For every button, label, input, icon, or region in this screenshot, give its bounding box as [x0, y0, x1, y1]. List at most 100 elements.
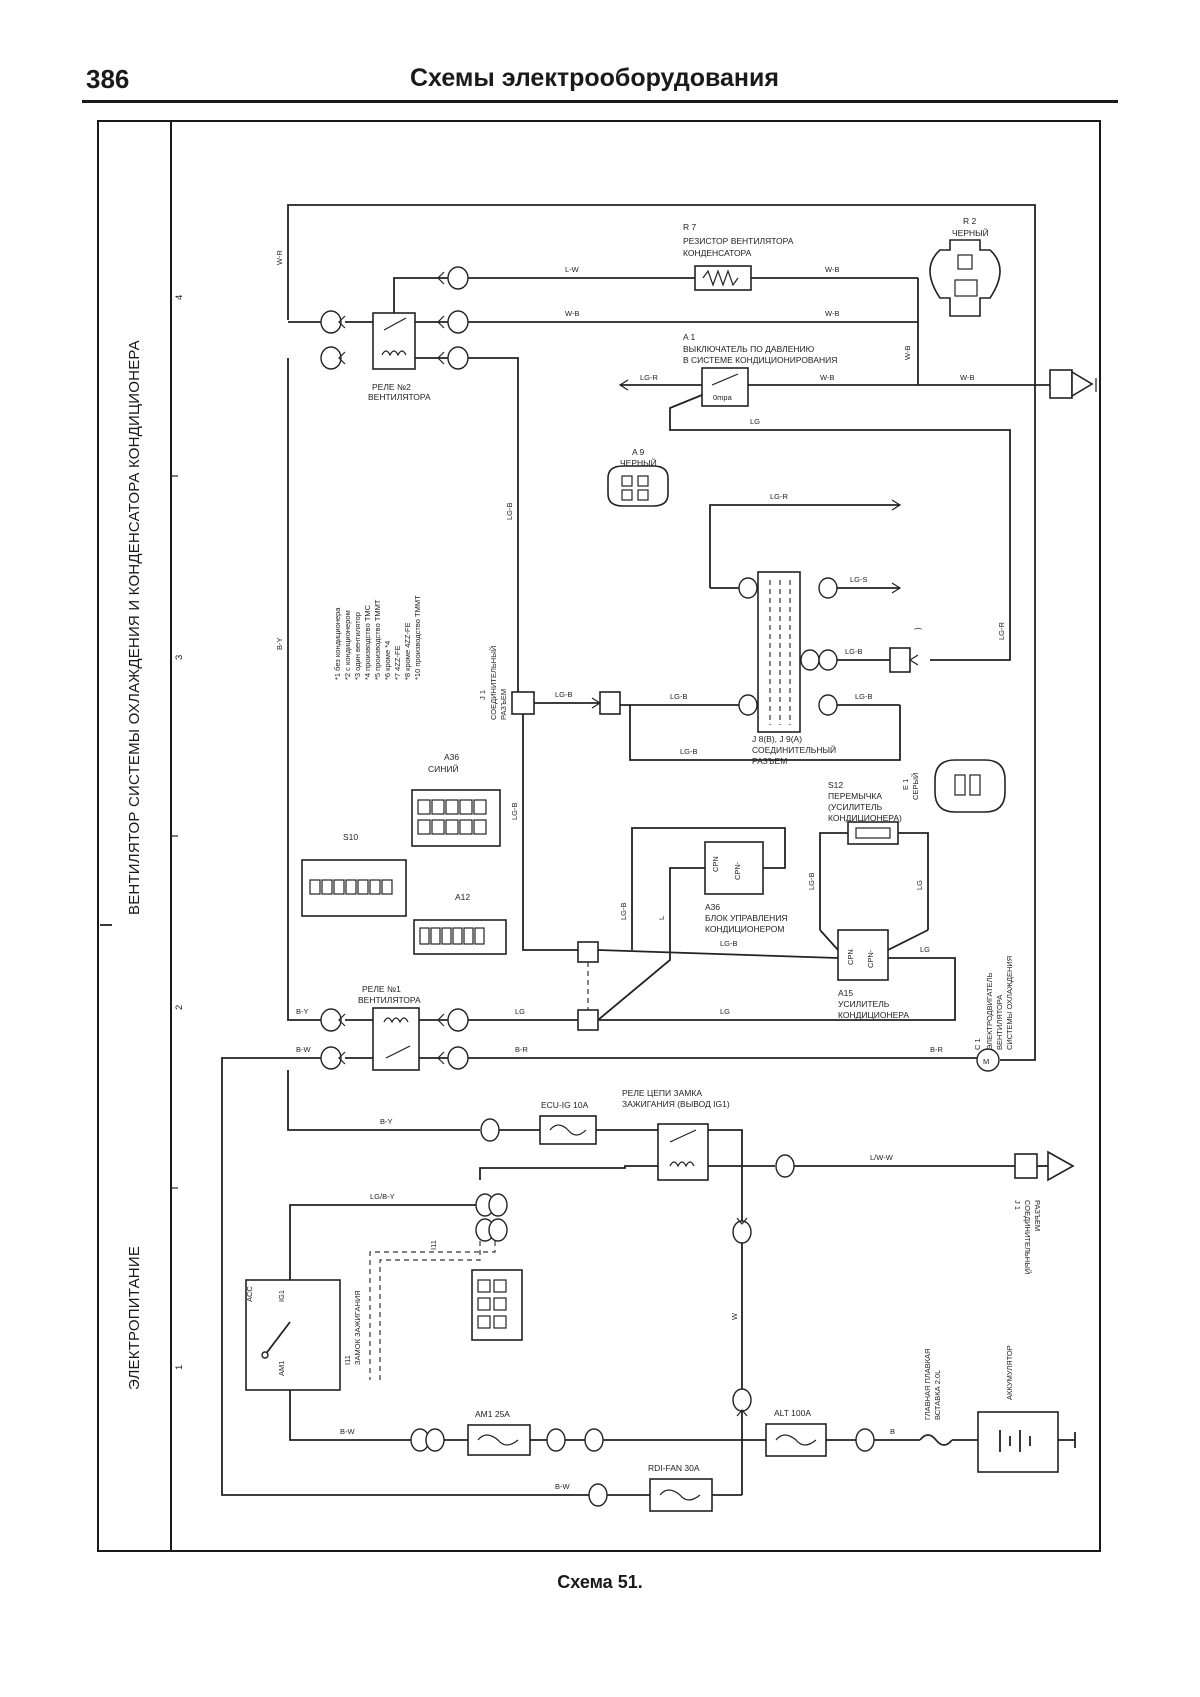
a15-code: A15 [838, 988, 853, 998]
ignition-relay [657, 1123, 709, 1181]
relay-1 [372, 1007, 420, 1071]
wire-label: W-B [565, 309, 579, 318]
switch-label-acc: ACC [245, 1286, 254, 1302]
motor-name3: СИСТЕМЫ ОХЛАЖДЕНИЯ [1005, 956, 1014, 1050]
s12-name3: КОНДИЦИОНЕРА) [828, 813, 902, 823]
wire-label: B-W [340, 1427, 356, 1436]
j8-code: J 8(B), J 9(A) [752, 734, 802, 744]
header-rule [82, 100, 1118, 103]
wire-label: B-W [555, 1482, 571, 1491]
wire-label: LG-B [845, 647, 863, 656]
connector-pin [577, 1009, 599, 1031]
r2-color: ЧЕРНЫЙ [952, 227, 989, 238]
connector-pin [546, 1428, 566, 1452]
wire-label: LG-R [640, 373, 659, 382]
r7-name: РЕЗИСТОР ВЕНТИЛЯТОРА [683, 236, 794, 246]
wire-label: LG-R [997, 621, 1006, 640]
svg-text:*6 кроме *4: *6 кроме *4 [383, 641, 392, 680]
junction-connector-j1b [1014, 1153, 1038, 1179]
ign-switch-name: ЗАМОК ЗАЖИГАНИЯ [353, 1290, 362, 1365]
connector-pin [775, 1154, 795, 1178]
a36c-color: СИНИЙ [428, 763, 459, 774]
battery-name: АККУМУЛЯТОР [1005, 1345, 1014, 1400]
connector-i11 [471, 1269, 523, 1341]
wire-label: LG-B [619, 902, 628, 920]
svg-text:CPN: CPN [711, 856, 720, 872]
page-title: Схемы электрооборудования [410, 64, 779, 92]
wire-label: LG-B [670, 692, 688, 701]
relay-1-label: РЕЛЕ №1 [362, 984, 401, 994]
e1-code: E 1 [901, 779, 910, 790]
ground-icon [1071, 370, 1094, 398]
connector-a9 [607, 465, 669, 507]
svg-text:}: } [913, 627, 922, 630]
wire-label: W-B [825, 265, 839, 274]
battery [977, 1411, 1059, 1473]
wire-label: W-B [820, 373, 834, 382]
e1-color: СЕРЫЙ [911, 773, 920, 800]
i11-conn-code: I11 [429, 1240, 438, 1250]
wire-label: B-W [296, 1045, 312, 1054]
j1b-name: СОЕДИНИТЕЛЬНЫЙ [1023, 1200, 1032, 1274]
fuse-ecu-ig-label: ECU-IG 10A [541, 1100, 589, 1110]
a9-code: A 9 [632, 447, 645, 457]
connector-group [738, 577, 838, 716]
wire-label: LG/B-Y [370, 1192, 395, 1201]
connector-pin [599, 691, 621, 715]
a36-name: БЛОК УПРАВЛЕНИЯ [705, 913, 788, 923]
fuse-am1-label: AM1 25A [475, 1409, 510, 1419]
page-number: 386 [86, 64, 130, 94]
wire-label: LG-R [770, 492, 789, 501]
strip-divider [170, 121, 172, 1551]
connector-pin [488, 1218, 508, 1242]
svg-text:*7 4ZZ-FE: *7 4ZZ-FE [393, 645, 402, 680]
a9-color: ЧЕРНЫЙ [620, 457, 657, 468]
j8-name: СОЕДИНИТЕЛЬНЫЙ [752, 744, 836, 755]
fuse-alt-label: ALT 100A [774, 1408, 811, 1418]
relay-2 [372, 312, 416, 370]
wire-label: LG [720, 1007, 730, 1016]
junction-connector-j8-j9 [757, 571, 801, 733]
a15-name: УСИЛИТЕЛЬ [838, 999, 890, 1009]
r7-name2: КОНДЕНСАТОРА [683, 248, 752, 258]
grid-number-2: 2 [174, 1005, 185, 1010]
motor-name: ЭЛЕКТРОДВИГАТЕЛЬ [985, 973, 994, 1050]
j8-name2: РАЗЪЕМ [752, 756, 787, 766]
connector-group [320, 266, 469, 370]
svg-text:M: M [983, 1057, 989, 1066]
wire-label: LG-B [807, 872, 816, 890]
a15-name2: КОНДИЦИОНЕРА [838, 1010, 909, 1020]
grid-number-1: 1 [174, 1365, 185, 1370]
connector-pin [577, 941, 599, 963]
wire-label: B-Y [296, 1007, 309, 1016]
s10-code: S10 [343, 832, 358, 842]
connector-pin [480, 1118, 500, 1142]
svg-text:CPN: CPN [846, 949, 855, 965]
wire-label: LG [920, 945, 930, 954]
wire-label: W [730, 1312, 739, 1320]
connector-e1 [934, 759, 1006, 813]
svg-text:*4 производство TMC: *4 производство TMC [363, 604, 372, 680]
a36c-code: A36 [444, 752, 459, 762]
j1-code: J 1 [478, 690, 487, 700]
wire-label: B [890, 1427, 895, 1436]
wire-label: W-B [960, 373, 974, 382]
s12-name: ПЕРЕМЫЧКА [828, 791, 882, 801]
grid-number-3: 3 [174, 655, 185, 660]
j1b-name2: РАЗЪЕМ [1033, 1200, 1042, 1231]
j1-name2: РАЗЪЕМ [499, 689, 508, 720]
switch-label-ig1: IG1 [277, 1290, 286, 1302]
wire-label: LG [750, 417, 760, 426]
ac-amplifier-a15 [837, 929, 889, 981]
ign-switch-code: I11 [343, 1355, 352, 1365]
relay-2-label: РЕЛЕ №2 [372, 382, 411, 392]
fuse-rdi-fan-label: RDI-FAN 30A [648, 1463, 700, 1473]
wire-label: L-W [565, 265, 580, 274]
motor-name2: ВЕНТИЛЯТОРА [995, 995, 1004, 1050]
wire-label: LG-B [720, 939, 738, 948]
connector-pin [889, 647, 911, 673]
connector-pin [588, 1483, 608, 1507]
figure-caption: Схема 51. [557, 1572, 643, 1592]
svg-text:*3 один вентилятор: *3 один вентилятор [353, 612, 362, 680]
r2-code: R 2 [963, 216, 977, 226]
